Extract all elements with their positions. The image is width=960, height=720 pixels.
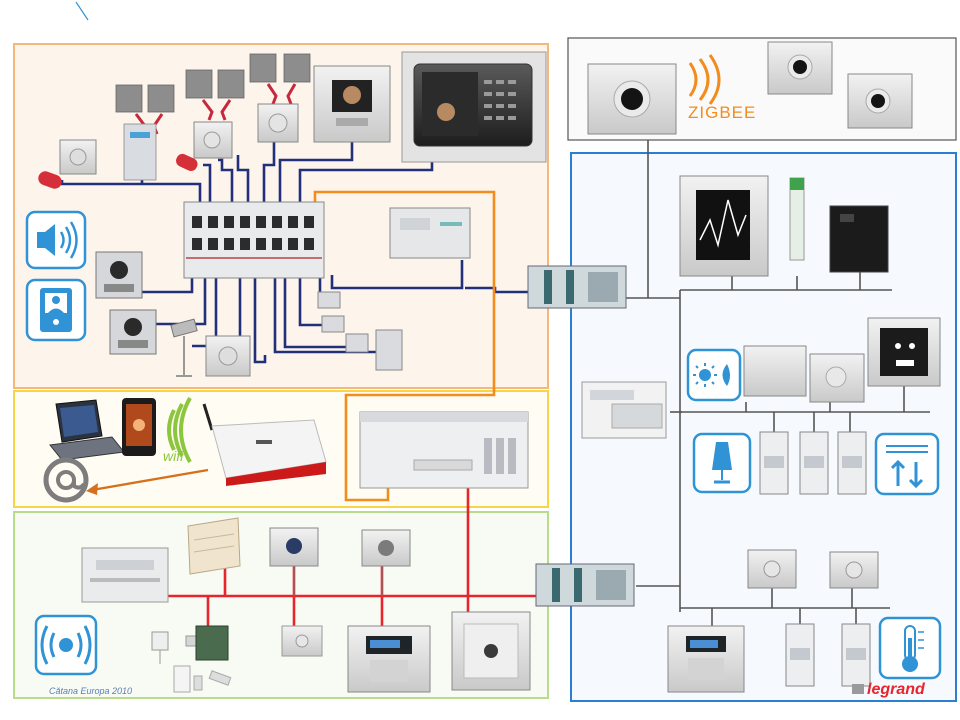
remote-sensors [38, 153, 198, 189]
sun-rays [693, 363, 717, 387]
smartphone-app [133, 419, 145, 431]
corner-stroke [75, 1, 89, 21]
orange-arrowhead [86, 483, 98, 495]
shutter-up-down-icon [874, 432, 940, 496]
security-camera [170, 318, 198, 377]
shutter-arrow-up [890, 459, 906, 486]
distribution-board-modules [192, 216, 314, 250]
video-door-phone-keys [336, 118, 368, 126]
sun-core [699, 369, 711, 381]
blind-switches [747, 549, 879, 589]
zigbee-switch-small-2-core [871, 94, 885, 108]
motion-detector-2-lens [378, 540, 394, 556]
dimmer-switch [743, 345, 865, 403]
grey-buses [622, 140, 930, 628]
din-relays-row2-faces [790, 648, 866, 660]
receiver-modules [123, 103, 299, 181]
door-intercom-2-camera [124, 318, 142, 336]
speaker-waves [59, 221, 78, 259]
multimedia-module [389, 207, 471, 259]
home-server-ports [484, 438, 516, 474]
orange-bus [313, 190, 496, 502]
lamp-shade [712, 442, 732, 470]
wireless-signal-waves [40, 625, 92, 665]
at-sign-tail [72, 480, 86, 490]
zone-gateway-top [527, 265, 627, 309]
intercom-icon-shoulders [48, 308, 64, 313]
speaker-cone [37, 224, 55, 256]
interface-module [829, 205, 889, 273]
zigbee-waves-icon [688, 54, 721, 105]
zone-gateway-bottom [535, 563, 635, 607]
shutter-arrow-down [908, 462, 924, 489]
switch-plates [115, 53, 311, 113]
motion-detector-1-lens [286, 538, 302, 554]
zigbee-switch-large-button [621, 88, 643, 110]
brand-logo-mark [852, 684, 864, 694]
thermometer-fill [908, 638, 912, 662]
door-intercom-1-button [104, 284, 134, 292]
zigbee-label: ZIGBEE [688, 103, 757, 122]
touch-panel-keys [484, 80, 516, 120]
window-sensors [151, 631, 232, 693]
wifi-icon [167, 397, 192, 463]
touch-screen [679, 175, 769, 277]
thermometer-bulb [902, 656, 918, 672]
thermostat-display [347, 625, 431, 693]
wall-switch-knob [69, 148, 87, 166]
laptop-icon [49, 399, 125, 461]
thermostat-display-2 [667, 625, 745, 693]
touch-panel-face [437, 103, 455, 121]
intercom-icon-head [52, 296, 60, 304]
thermometer-ticks [918, 631, 924, 649]
moon-shape [722, 364, 730, 386]
relay-module [195, 625, 229, 661]
control-unit [81, 547, 169, 603]
din-relays-row1-faces [764, 456, 862, 468]
home-server-slot [413, 459, 473, 471]
diagram-caption: Cătana Europa 2010 [49, 686, 133, 696]
din-power-supply [789, 177, 805, 261]
orange-arrow-line [91, 468, 209, 492]
video-door-phone-face [343, 86, 361, 104]
door-intercom-1-camera [110, 261, 128, 279]
light-switch-large [451, 611, 531, 691]
wireless-signal-dot [59, 638, 73, 652]
din-actuator [581, 381, 667, 439]
control-panel [867, 317, 941, 387]
small-modules [317, 291, 403, 371]
at-sign-icon [43, 457, 89, 503]
multimedia-module-display [400, 218, 430, 230]
home-server-top [360, 412, 528, 422]
distribution-board [183, 201, 325, 279]
door-intercom-2-button [118, 340, 148, 348]
multimedia-module-light [440, 222, 462, 226]
speaker-icon [25, 210, 87, 270]
wifi-label: wifi [163, 448, 184, 464]
wifi-router [202, 403, 327, 486]
intercom-icon-button [53, 319, 59, 325]
alarm-siren [187, 517, 241, 575]
push-button-knob [295, 634, 309, 648]
round-switch-knob [218, 346, 238, 366]
brand-logo: legrand [867, 681, 925, 698]
zigbee-switch-small-1-core [793, 60, 807, 74]
grey-drops [293, 564, 383, 596]
